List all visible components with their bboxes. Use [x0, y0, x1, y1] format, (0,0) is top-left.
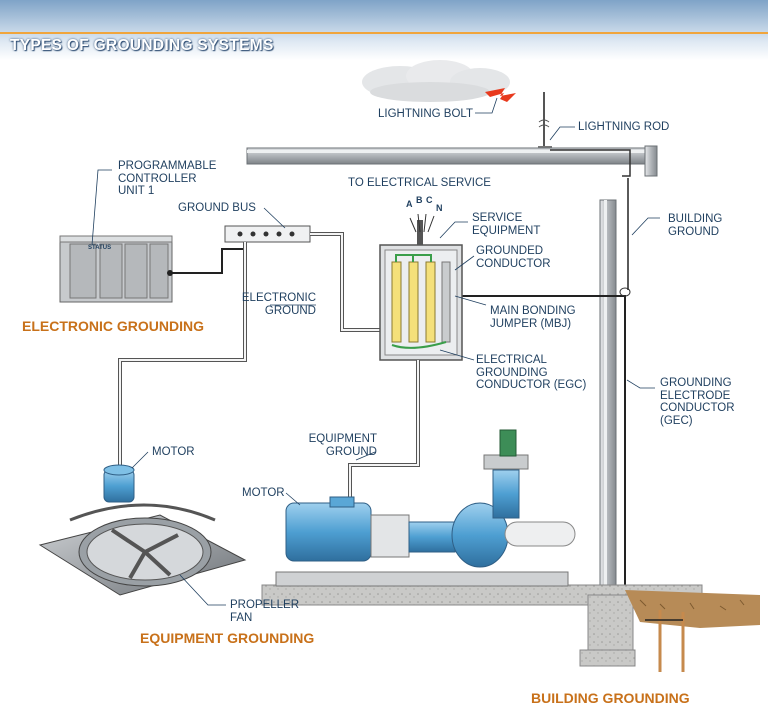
plc-label-line-2: CONTROLLER — [118, 172, 197, 185]
gec-label: GROUNDING ELECTRODE CONDUCTOR (GEC) — [660, 377, 735, 427]
equipment-grounding-heading: EQUIPMENT GROUNDING — [140, 630, 315, 646]
plc-label: PROGRAMMABLE CONTROLLER UNIT 1 — [118, 160, 216, 198]
plc-label-line-1: PROGRAMMABLE — [118, 160, 217, 172]
header-banner: TYPES OF GROUNDING SYSTEMS — [0, 0, 768, 60]
roof-beam — [246, 145, 658, 177]
egc-line-2: GROUNDING — [476, 366, 548, 379]
plc-icon — [59, 235, 173, 303]
equipment-ground-line-2: GROUND — [325, 445, 377, 458]
fan-icon — [38, 503, 247, 596]
grounded-conductor-label: GROUNDED CONDUCTOR — [476, 245, 551, 270]
mbj-line-2: JUMPER (MBJ) — [490, 317, 572, 330]
plc-status-label: STATUS — [88, 245, 112, 251]
header-accent-bar — [0, 32, 768, 34]
propeller-fan-line-1: PROPELLER — [230, 599, 300, 611]
motor-icon — [285, 496, 410, 562]
floor-slab — [261, 584, 703, 667]
main-bonding-jumper-label: MAIN BONDING JUMPER (MBJ) — [490, 305, 576, 330]
propeller-fan-label: PROPELLER FAN — [230, 599, 299, 624]
equipment-ground-label: EQUIPMENT GROUND — [305, 433, 377, 458]
pump-icon — [408, 429, 576, 568]
phase-n-label: N — [436, 203, 443, 213]
ground-bus-icon — [224, 225, 311, 243]
grounded-conductor-line-1: GROUNDED — [476, 245, 544, 257]
service-equipment-label: SERVICE EQUIPMENT — [472, 212, 540, 237]
egc-line-3: CONDUCTOR (EGC) — [476, 379, 587, 391]
electronic-ground-line-2: GROUND — [264, 304, 316, 317]
gec-line-1: GROUNDING — [660, 377, 732, 389]
service-equipment-line-1: SERVICE — [472, 212, 523, 224]
phase-c-label: C — [426, 195, 433, 205]
panel-icon — [379, 220, 463, 361]
building-grounding-heading: BUILDING GROUNDING — [531, 690, 690, 706]
building-ground-line-1: BUILDING — [668, 213, 723, 225]
equipment-ground-line-1: EQUIPMENT — [308, 433, 377, 445]
ground-bus-label: GROUND BUS — [178, 202, 256, 214]
building-column — [599, 199, 617, 596]
mbj-line-1: MAIN BONDING — [490, 305, 576, 317]
gec-line-3: CONDUCTOR — [660, 402, 735, 414]
motor-icon — [103, 464, 135, 503]
fan-motor-label: MOTOR — [152, 446, 195, 458]
building-ground-label: BUILDING GROUND — [668, 213, 722, 238]
leader-lines — [91, 97, 660, 606]
lightning-rod-icon — [538, 92, 552, 150]
egc-label: ELECTRICAL GROUNDING CONDUCTOR (EGC) — [476, 354, 586, 392]
page-title: TYPES OF GROUNDING SYSTEMS — [10, 37, 274, 54]
lightning-rod-label: LIGHTNING ROD — [578, 121, 670, 133]
gec-line-4: (GEC) — [660, 414, 693, 427]
electronic-ground-line-1: ELECTRONIC — [241, 292, 316, 304]
pump-motor-label: MOTOR — [242, 487, 285, 499]
grounded-conductor-line-2: CONDUCTOR — [476, 257, 551, 270]
lightning-bolt-label: LIGHTNING BOLT — [378, 108, 473, 120]
to-electrical-service-label: TO ELECTRICAL SERVICE — [348, 177, 491, 189]
ground-rod-icon — [645, 610, 685, 672]
service-equipment-line-2: EQUIPMENT — [472, 224, 541, 237]
earth — [625, 590, 760, 628]
phase-a-label: A — [406, 199, 413, 209]
building-ground-line-2: GROUND — [668, 225, 720, 238]
cloud-icon — [362, 60, 510, 102]
electronic-grounding-heading: ELECTRONIC GROUNDING — [22, 318, 204, 334]
lightning-bolt-icon — [485, 88, 516, 102]
plc-label-line-3: UNIT 1 — [118, 185, 155, 197]
electronic-ground-label: ELECTRONIC GROUND — [240, 292, 316, 317]
propeller-fan-line-2: FAN — [230, 611, 253, 624]
egc-line-1: ELECTRICAL — [476, 354, 547, 366]
phase-b-label: B — [416, 195, 423, 205]
pump-skid — [275, 571, 569, 587]
gec-line-2: ELECTRODE — [660, 389, 731, 402]
